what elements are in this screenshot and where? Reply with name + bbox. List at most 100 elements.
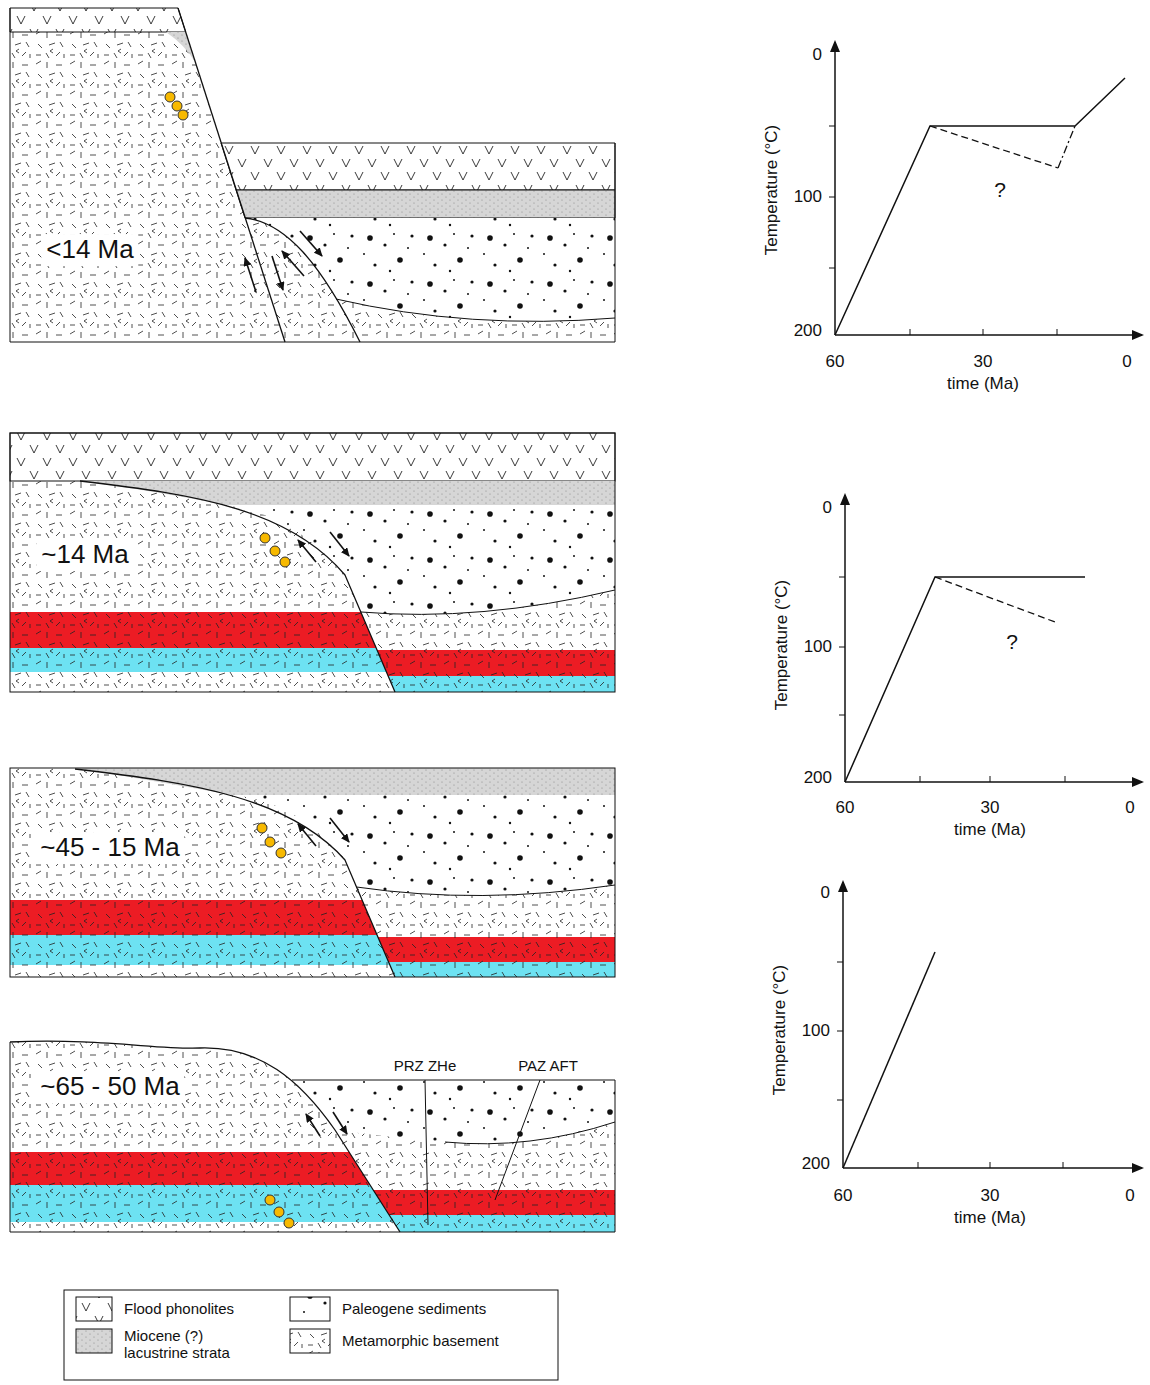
axis-label: 200	[802, 1154, 830, 1174]
drawing-part	[839, 577, 1065, 782]
drawing-part	[10, 433, 615, 481]
section-panel: ~45 - 15 Ma	[10, 768, 615, 977]
axis-label: 30	[974, 352, 993, 372]
drawing-part	[265, 837, 275, 847]
drawing-part	[388, 676, 615, 692]
drawing-part	[276, 848, 286, 858]
drawing-part	[10, 612, 376, 648]
drawing-part	[835, 78, 1125, 335]
drawing-part	[425, 1080, 428, 1225]
drawing-part	[10, 1185, 394, 1222]
drawing-part	[330, 818, 349, 842]
drawing-part	[835, 334, 1142, 336]
drawing-part	[378, 937, 615, 962]
drawing-part	[298, 824, 316, 846]
drawing-part	[10, 8, 186, 32]
drawing-part	[10, 1041, 400, 1232]
legend-text: Metamorphic basement	[342, 1332, 499, 1349]
drawing-part	[843, 952, 935, 1168]
section-panel: ~14 Ma	[10, 433, 615, 692]
drawing-part	[935, 577, 1055, 622]
drawing-part	[245, 218, 615, 321]
drawing-part	[389, 1215, 615, 1232]
legend-text: Miocene (?) lacustrine strata	[124, 1327, 259, 1362]
drawing-part	[378, 937, 615, 962]
age-label: ~65 - 50 Ma	[35, 1071, 184, 1103]
axis-label: 60	[834, 1186, 853, 1206]
thermal-history-chart	[829, 42, 1142, 335]
drawing-part	[280, 557, 290, 567]
drawing-part	[298, 540, 316, 562]
drawing-part	[834, 42, 836, 335]
drawing-part	[245, 258, 256, 292]
axis-label: 0	[821, 883, 830, 903]
drawing-part	[377, 650, 615, 676]
drawing-part	[80, 481, 395, 692]
drawing-part	[336, 299, 615, 321]
drawing-part	[282, 251, 304, 276]
drawing-part	[389, 962, 615, 977]
cross-section	[10, 433, 615, 692]
drawing-part	[361, 590, 615, 614]
axis-label: time (Ma)	[954, 1208, 1026, 1228]
axis-label: ?	[994, 178, 1006, 202]
drawing-part	[10, 935, 390, 965]
drawing-part	[373, 1190, 615, 1215]
cross-section	[10, 1041, 615, 1232]
drawing-part	[10, 1152, 370, 1185]
axis-label: 60	[826, 352, 845, 372]
axis-label: 0	[1125, 798, 1134, 818]
drawing-part	[330, 532, 349, 556]
drawing-part	[842, 882, 844, 1168]
drawing-part	[389, 1215, 615, 1232]
drawing-part	[844, 495, 846, 782]
drawing-part	[389, 962, 615, 977]
drawing-part	[221, 143, 615, 190]
drawing-part	[445, 1122, 615, 1144]
axis-label: 100	[794, 187, 822, 207]
drawing-part	[274, 1207, 284, 1217]
drawing-part	[10, 935, 390, 965]
drawing-part	[10, 768, 615, 977]
axis-title: Temperature (°C)	[770, 965, 790, 1096]
cross-section	[10, 8, 615, 342]
age-label: ~45 - 15 Ma	[35, 832, 184, 864]
drawing-part	[306, 1114, 320, 1136]
drawing-part	[845, 577, 1085, 782]
drawing-part	[10, 900, 377, 935]
thermal-history-chart	[837, 882, 1142, 1168]
drawing-part	[75, 768, 615, 795]
drawing-part	[10, 648, 387, 672]
age-label: ~14 Ma	[36, 539, 133, 571]
drawing-part	[388, 676, 615, 692]
drawing-part	[10, 8, 615, 342]
drawing-part	[232, 795, 615, 896]
drawing-part	[300, 231, 322, 256]
axis-label: 200	[804, 768, 832, 788]
drawing-part	[10, 900, 377, 935]
age-label: <14 Ma	[41, 234, 138, 266]
drawing-part	[843, 1167, 1142, 1169]
drawing-part	[10, 8, 615, 342]
drawing-part	[373, 1190, 615, 1215]
drawing-part	[75, 769, 395, 977]
drawing-part	[1058, 126, 1075, 168]
drawing-part	[845, 781, 1142, 783]
legend-text: Paleogene sediments	[342, 1300, 486, 1317]
drawing-part	[178, 8, 285, 342]
axis-label: 100	[802, 1021, 830, 1041]
drawing-part	[290, 1329, 330, 1353]
drawing-part	[10, 612, 376, 648]
drawing-part	[10, 433, 615, 692]
drawing-part	[178, 110, 188, 120]
drawing-part	[930, 126, 1058, 168]
drawing-part	[76, 1297, 112, 1321]
drawing-part	[292, 1080, 615, 1144]
drawing-part	[172, 101, 182, 111]
drawing-part	[10, 648, 387, 672]
thermal-history-chart	[839, 495, 1142, 782]
drawing-part	[80, 481, 615, 505]
cross-section	[10, 768, 615, 977]
drawing-part	[257, 823, 267, 833]
drawing-part	[236, 190, 615, 218]
